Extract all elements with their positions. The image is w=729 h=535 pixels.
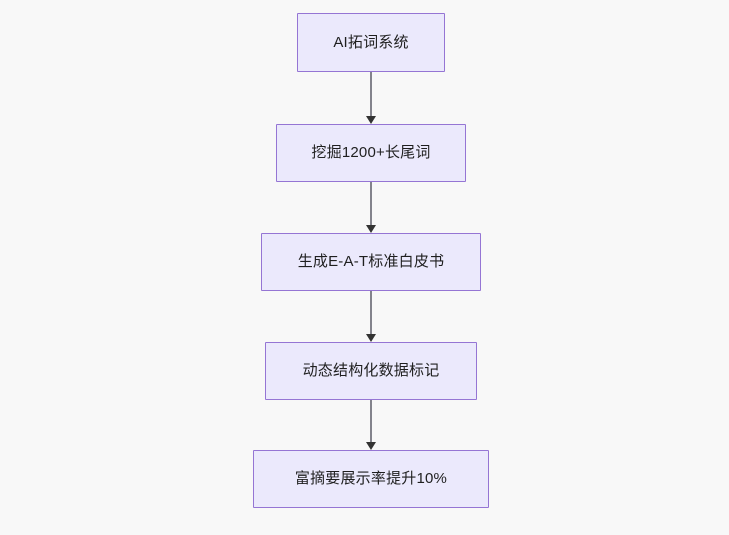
flow-edge <box>370 182 372 225</box>
flow-node-n3[interactable]: 生成E-A-T标准白皮书 <box>261 233 481 291</box>
flow-arrowhead-icon <box>365 442 376 450</box>
flow-node-n2[interactable]: 挖掘1200+长尾词 <box>276 124 466 182</box>
flow-node-n4[interactable]: 动态结构化数据标记 <box>265 342 477 400</box>
flow-node-label: AI拓词系统 <box>333 33 409 51</box>
flow-edge <box>370 72 372 116</box>
flow-edge <box>370 291 372 334</box>
flow-arrowhead-icon <box>365 116 376 124</box>
flow-node-label: 富摘要展示率提升10% <box>294 470 448 487</box>
flow-node-label: 挖掘1200+长尾词 <box>311 144 431 161</box>
flow-arrowhead-icon <box>365 225 376 233</box>
flow-edge <box>370 400 372 442</box>
flow-arrowhead-icon <box>365 334 376 342</box>
flow-node-label: 动态结构化数据标记 <box>302 362 440 379</box>
flow-node-n5[interactable]: 富摘要展示率提升10% <box>253 450 489 508</box>
flow-node-label: 生成E-A-T标准白皮书 <box>297 253 445 270</box>
flow-node-n1[interactable]: AI拓词系统 <box>297 13 445 72</box>
